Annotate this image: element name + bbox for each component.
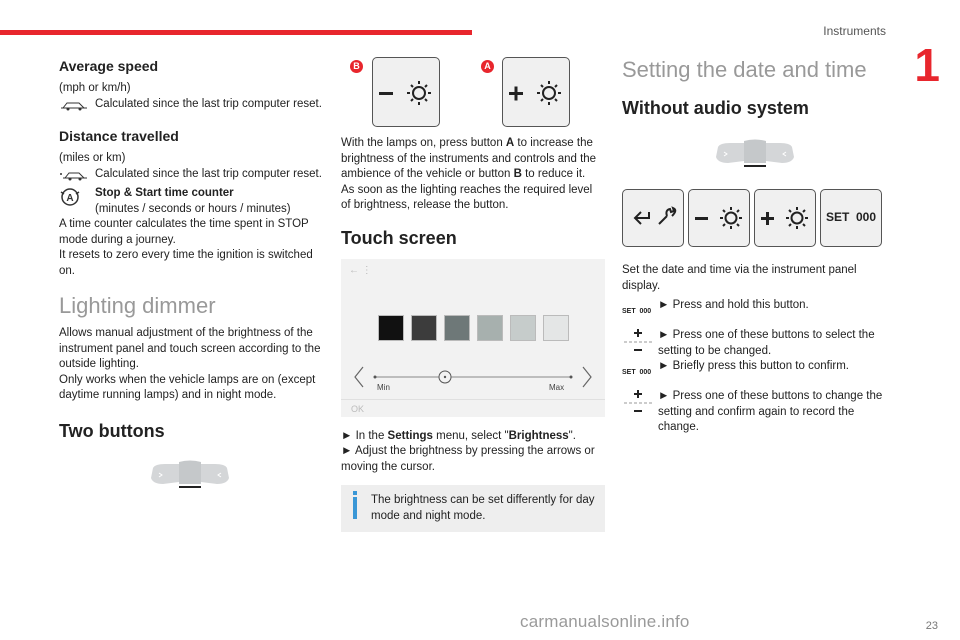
decrease-button[interactable] xyxy=(688,189,750,247)
date-step-1: SET 000 ► Press and hold this button. xyxy=(622,298,884,326)
brightness-p2: As soon as the lighting reaches the requ… xyxy=(341,183,593,212)
ok-button[interactable]: OK xyxy=(351,403,365,414)
date-time-heading: Setting the date and time xyxy=(622,57,867,82)
stopstart-p2: It resets to zero every time the ignitio… xyxy=(59,249,313,277)
brightness-slider[interactable] xyxy=(349,363,597,391)
distance-unit: (miles or km) xyxy=(59,152,126,164)
plus-sun-icon xyxy=(509,81,561,105)
touch-screen-heading: Touch screen xyxy=(341,227,457,248)
brightness-buttons-row: B A xyxy=(341,57,605,132)
slider-min-label: Min xyxy=(377,382,390,392)
swatch-level-3[interactable] xyxy=(444,314,470,341)
swatch-level-4[interactable] xyxy=(477,314,503,341)
set-icon: SET 000 xyxy=(622,369,652,376)
swatch-level-2[interactable] xyxy=(411,314,437,341)
lighting-heading: Lighting dimmer xyxy=(59,293,216,318)
label-b: B xyxy=(350,60,363,73)
info-icon xyxy=(353,491,357,495)
column-1: Average speed (mph or km/h) Calculated s… xyxy=(59,55,323,494)
date-step-2: ► Press one of these buttons to select t… xyxy=(622,328,884,359)
lighting-p1: Allows manual adjustment of the brightne… xyxy=(59,327,321,370)
distance-desc: Calculated since the last trip computer … xyxy=(95,167,322,180)
date-intro: Set the date and time via the instrument… xyxy=(622,264,857,292)
dash-buttons-illustration-2 xyxy=(710,137,800,173)
date-step-4-text: ► Press one of these buttons to change t… xyxy=(658,390,883,433)
avg-speed-unit: (mph or km/h) xyxy=(59,82,131,94)
watermark: carmanualsonline.info xyxy=(520,612,690,631)
dash-buttons-illustration xyxy=(145,458,235,494)
car-distance-icon xyxy=(59,167,89,189)
label-a: A xyxy=(481,60,494,73)
column-2: B A With the lamps on, press button A to… xyxy=(341,55,605,532)
date-step-4: ► Press one of these buttons to change t… xyxy=(622,389,884,436)
date-step-3: SET 000 ► Briefly press this button to c… xyxy=(622,359,884,387)
stopstart-unit: (minutes / seconds or hours / minutes) xyxy=(95,202,291,215)
back-arrow-icon: ← ⋮ xyxy=(349,264,372,276)
touch-step-1: ► In the Settings menu, select "Brightne… xyxy=(341,429,576,442)
back-settings-button[interactable] xyxy=(622,189,684,247)
stopstart-heading: Stop & Start time counter xyxy=(95,187,234,199)
date-buttons-row: SET 000 xyxy=(622,189,884,247)
return-wrench-icon xyxy=(633,206,677,225)
page-number: 23 xyxy=(925,620,938,632)
svg-text:A: A xyxy=(66,193,73,204)
lighting-p2: Only works when the vehicle lamps are on… xyxy=(59,373,316,402)
plus-sun-icon xyxy=(761,207,808,229)
plus-minus-icon xyxy=(622,328,654,362)
date-step-2-text: ► Press one of these buttons to select t… xyxy=(658,329,875,357)
brightness-p1: With the lamps on, press button A to inc… xyxy=(341,137,597,180)
date-step-3-text: ► Briefly press this button to confirm. xyxy=(658,360,849,372)
info-note: The brightness can be set differently fo… xyxy=(341,485,605,532)
set-icon: SET 000 xyxy=(622,308,652,315)
swatch-level-1[interactable] xyxy=(378,314,404,341)
without-audio-heading: Without audio system xyxy=(622,98,809,118)
header-accent-bar xyxy=(0,30,472,35)
button-b-decrease[interactable] xyxy=(372,57,440,127)
info-note-text: The brightness can be set differently fo… xyxy=(371,494,595,522)
date-step-1-text: ► Press and hold this button. xyxy=(658,299,809,311)
slider-max-label: Max xyxy=(549,382,565,392)
brightness-swatches xyxy=(378,314,569,341)
brightness-screen-illustration: ← ⋮ Min Max OK xyxy=(341,258,605,417)
touch-step-2: ► Adjust the brightness by pressing the … xyxy=(341,445,595,473)
stopstart-block: A Stop & Start time counter (minutes / s… xyxy=(59,186,323,217)
plus-minus-icon xyxy=(622,389,654,423)
car-trip-icon xyxy=(59,97,89,119)
increase-button[interactable] xyxy=(754,189,816,247)
chapter-number: 1 xyxy=(914,39,940,91)
minus-sun-icon xyxy=(695,207,742,229)
stopstart-p1: A time counter calculates the time spent… xyxy=(59,218,309,246)
set-button-label: SET 000 xyxy=(825,210,877,224)
page-header-title: Instruments xyxy=(823,24,886,38)
two-buttons-heading: Two buttons xyxy=(59,420,165,441)
avg-speed-heading: Average speed xyxy=(59,58,159,74)
button-a-increase[interactable] xyxy=(502,57,570,127)
stop-start-icon: A xyxy=(59,186,81,214)
distance-desc-block: Calculated since the last trip computer … xyxy=(59,167,323,183)
set-button[interactable]: SET 000 xyxy=(820,189,882,247)
swatch-level-6[interactable] xyxy=(543,314,569,341)
column-3: Setting the date and time Without audio … xyxy=(622,55,884,436)
avg-speed-desc-block: Calculated since the last trip computer … xyxy=(59,97,323,113)
swatch-level-5[interactable] xyxy=(510,314,536,341)
minus-sun-icon xyxy=(379,81,431,105)
distance-heading: Distance travelled xyxy=(59,128,179,144)
avg-speed-desc: Calculated since the last trip computer … xyxy=(95,97,322,110)
